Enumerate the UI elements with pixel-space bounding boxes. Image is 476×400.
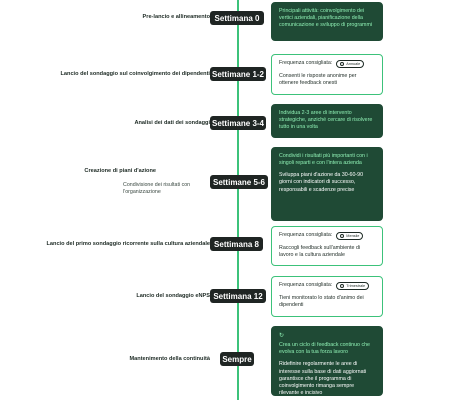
phase-label: Mantenimento della continuità bbox=[129, 356, 211, 362]
clock-icon bbox=[340, 62, 345, 67]
week-pill: Settimana 0 bbox=[210, 11, 264, 25]
frequency-card: Frequenza consigliata: Trimestrale Tieni… bbox=[271, 276, 383, 317]
card-text: Condividi i risultati più importanti con… bbox=[279, 153, 368, 167]
phase-label: Analisi dei dati dei sondaggi bbox=[134, 120, 210, 126]
activity-card: Principali attività: coinvolgimento dei … bbox=[271, 2, 383, 41]
frequency-badge: Mensile bbox=[336, 232, 364, 241]
frequency-badge: Trimestrale bbox=[336, 282, 370, 291]
phase-label: Lancio del sondaggio sul coinvolgimento … bbox=[60, 71, 211, 77]
clock-icon bbox=[340, 284, 345, 289]
card-text: Principali attività: coinvolgimento dei … bbox=[279, 8, 373, 29]
week-pill: Settimane 5-6 bbox=[210, 175, 268, 189]
loop-arrows-icon: ↻ bbox=[279, 333, 285, 339]
card-text-secondary: Sviluppa piani d'azione da 30-60-90 gior… bbox=[279, 172, 364, 193]
frequency-badge: Annuale bbox=[336, 60, 365, 69]
phase-label: Creazione di piani d'azione bbox=[84, 168, 156, 174]
phase-sublabel: Condivisione dei risultati con l'organiz… bbox=[123, 182, 191, 196]
activity-card: Condividi i risultati più importanti con… bbox=[271, 147, 383, 221]
week-pill: Settimane 1-2 bbox=[210, 67, 266, 81]
week-pill: Sempre bbox=[220, 352, 254, 366]
phase-label: Pre-lancio e allineamento bbox=[142, 14, 210, 20]
timeline-line bbox=[237, 0, 239, 400]
activity-card: ↻ Crea un ciclo di feedback continuo che… bbox=[271, 326, 383, 396]
card-text: Consenti le risposte anonime per ottener… bbox=[279, 73, 357, 87]
frequency-card: Frequenza consigliata: Mensile Raccogli … bbox=[271, 226, 383, 266]
card-text: Tieni monitorato lo stato d'animo dei di… bbox=[279, 295, 364, 309]
week-pill: Settimana 8 bbox=[210, 237, 263, 251]
week-pill: Settimane 3-4 bbox=[210, 116, 266, 130]
frequency-card: Frequenza consigliata: Annuale Consenti … bbox=[271, 54, 383, 95]
phase-label: Lancio del primo sondaggio ricorrente su… bbox=[46, 241, 211, 247]
card-text: Individua 2-3 aree di intervento strateg… bbox=[279, 110, 373, 131]
phase-label: Lancio del sondaggio eNPS bbox=[136, 293, 210, 299]
card-text: Crea un ciclo di feedback continuo che e… bbox=[279, 342, 370, 356]
frequency-label: Frequenza consigliata: bbox=[279, 60, 333, 67]
frequency-label: Frequenza consigliata: bbox=[279, 282, 333, 289]
card-text-secondary: Ridefinire regolarmente le aree di inter… bbox=[279, 361, 367, 396]
frequency-label: Frequenza consigliata: bbox=[279, 232, 333, 239]
clock-icon bbox=[340, 234, 345, 239]
week-pill: Settimana 12 bbox=[210, 289, 266, 303]
activity-card: Individua 2-3 aree di intervento strateg… bbox=[271, 104, 383, 138]
card-text: Raccogli feedback sull'ambiente di lavor… bbox=[279, 245, 361, 259]
